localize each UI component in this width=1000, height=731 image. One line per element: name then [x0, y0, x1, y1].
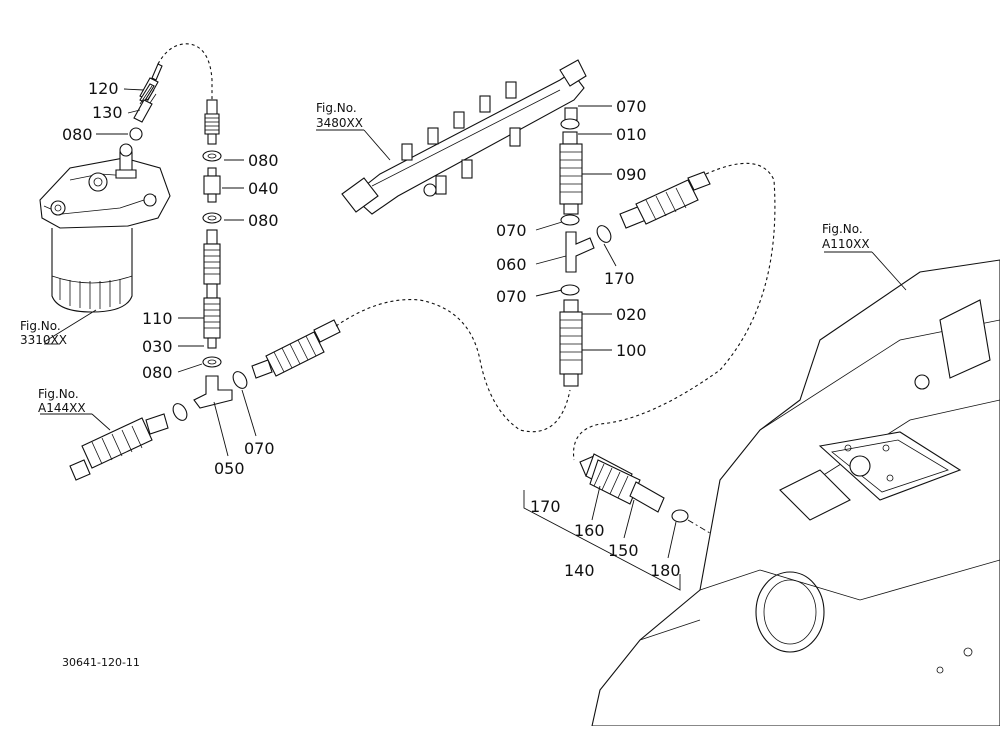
part-label-060: 060 [496, 255, 527, 274]
leader-lines [40, 88, 907, 559]
right-hose-assembly [335, 107, 776, 461]
part-label-150: 150 [608, 541, 639, 560]
drawing-code: 30641-120-11 [62, 656, 140, 669]
part-label-080: 080 [248, 151, 279, 170]
part-labels: 120 130 080 080 040 080 110 030 080 050 … [62, 79, 681, 580]
part-label-120: 120 [88, 79, 119, 98]
part-label-070: 070 [496, 221, 527, 240]
part-label-040: 040 [248, 179, 279, 198]
part-label-070: 070 [244, 439, 275, 458]
part-label-110: 110 [142, 309, 173, 328]
part-label-160: 160 [574, 521, 605, 540]
fig-ref-title: Fig.No. [316, 101, 357, 115]
engine-block-drawing [591, 259, 1000, 727]
part-label-070: 070 [496, 287, 527, 306]
bottom-hose-assembly [579, 453, 941, 671]
part-label-130: 130 [92, 103, 123, 122]
fig-ref-code: 3310XX [20, 333, 67, 347]
fig-ref-title: Fig.No. [822, 222, 863, 236]
fig-ref-code: A110XX [822, 237, 870, 251]
left-hose-assembly [69, 43, 341, 481]
part-label-180: 180 [650, 561, 681, 580]
part-label-170: 170 [604, 269, 635, 288]
fig-ref-3310: Fig.No. 3310XX [20, 319, 67, 347]
part-label-050: 050 [214, 459, 245, 478]
fig-ref-title: Fig.No. [38, 387, 79, 401]
part-label-070: 070 [616, 97, 647, 116]
fig-ref-code: A144XX [38, 401, 86, 415]
part-label-140: 140 [564, 561, 595, 580]
fig-ref-code: 3480XX [316, 116, 363, 130]
part-label-020: 020 [616, 305, 647, 324]
fig-ref-a110: Fig.No. A110XX [822, 222, 870, 251]
part-label-080: 080 [62, 125, 93, 144]
fuel-filter-drawing [39, 143, 171, 313]
part-label-090: 090 [616, 165, 647, 184]
part-label-010: 010 [616, 125, 647, 144]
part-label-080: 080 [142, 363, 173, 382]
part-label-080: 080 [248, 211, 279, 230]
part-label-170: 170 [530, 497, 561, 516]
fig-ref-title: Fig.No. [20, 319, 61, 333]
group-140-bracket [523, 490, 681, 591]
fig-ref-a144: Fig.No. A144XX [38, 387, 86, 415]
part-label-030: 030 [142, 337, 173, 356]
part-label-100: 100 [616, 341, 647, 360]
fig-ref-3480: Fig.No. 3480XX [316, 101, 363, 130]
injection-rail-drawing [341, 59, 587, 215]
